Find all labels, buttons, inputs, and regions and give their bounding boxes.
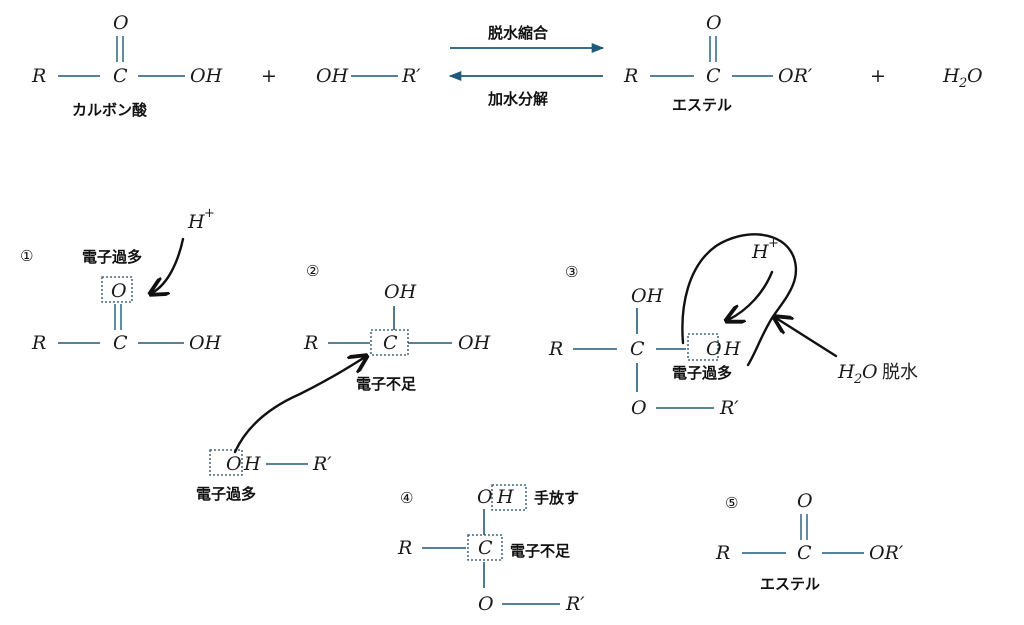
step-3-h: H [723,338,741,360]
step-3-oh-top: OH [631,285,664,307]
step-3-proton-plus: + [768,236,779,251]
step-2-alcohol-r: R′ [312,453,332,475]
step-1-o: O [111,280,127,302]
eq-alcohol-r: R′ [401,65,421,87]
step-1: ① H + 電子過多 O R C OH [20,206,222,354]
step-3-r-prime: R′ [719,397,739,419]
step-1-proton-arrow [152,237,185,293]
step-5-number: ⑤ [725,494,738,512]
step-5: ⑤ O R C OR′ エステル [715,490,904,593]
eq-plus-1: + [261,65,277,87]
step-3-water-pointer-arrow [776,318,838,358]
eq-ester-r: R [623,65,638,87]
step-2-r: R [303,332,318,354]
step-2-c: C [383,332,398,354]
step-2-electron-poor-label: 電子不足 [356,375,417,393]
step-5-r: R [715,542,730,564]
step-4-release-label: 手放す [534,489,579,507]
step-2-oh-right: OH [458,332,491,354]
step-4-h: H [496,486,514,508]
step-3-dehydration-label: 脱水 [882,362,918,383]
eq-water-h: H [942,65,960,87]
step-3-water-loop [681,233,798,367]
step-2-electron-rich-label: 電子過多 [196,485,256,503]
eq-ester-c: C [706,65,721,87]
step-2-alcohol-h: H [243,453,261,475]
step-4-carbon-box [467,534,503,561]
step-5-c: C [797,542,812,564]
step-4-hydrogen-box [491,484,527,511]
step-1-c: C [113,332,128,354]
step-3-o: O [706,338,722,360]
step-4-number: ④ [400,489,413,507]
eq-ester-o: O [706,12,722,34]
step-3-proton-arrow [728,270,774,320]
step-3-water-subscript: 2 [853,372,862,387]
step-2-attack-arrow [233,357,365,454]
step-3-c: C [630,338,645,360]
step-1-oh: OH [189,332,222,354]
step-2-alcohol-o: O [226,453,242,475]
step-4-c: C [478,537,493,559]
step-4: ④ O H 手放す R C 電子不足 O R′ [397,484,585,615]
step-3-number: ③ [565,263,578,281]
step-2-oh-top: OH [384,281,417,303]
step-3-o-bottom: O [631,397,647,419]
step-3-water-o: O [862,361,878,383]
step-4-electron-poor-label: 電子不足 [510,542,571,560]
step-1-oxygen-box [101,276,133,303]
step-4-o-bottom: O [478,593,494,615]
step-3-water-h: H [837,361,855,383]
eq-ester-or: OR′ [778,65,813,87]
step-3-r: R [548,338,563,360]
eq-water-o: O [967,65,983,87]
step-2-alcohol-oxygen-box [209,449,243,476]
step-1-electron-rich-label: 電子過多 [82,248,142,266]
eq-acid-o: O [113,12,129,34]
step-1-number: ① [20,247,33,265]
overall-equation: R C O OH カルボン酸 + OH R′ 脱水縮合 加水分解 R C O O… [31,12,983,119]
step-3: ③ OH R C O H 電子過多 O R′ H + H 2 O 脱水 [548,233,918,419]
step-2: ② OH R C OH 電子不足 O H R′ 電子過多 [196,262,491,503]
eq-acid-c: C [113,65,128,87]
step-5-ester-label: エステル [760,575,820,593]
eq-reverse-label: 加水分解 [487,90,548,108]
eq-carboxylic-acid-label: カルボン酸 [72,101,148,119]
step-4-o: O [477,486,493,508]
step-3-proton-h: H [751,241,769,263]
eq-forward-label: 脱水縮合 [488,24,549,42]
step-5-o: O [797,490,813,512]
step-4-r: R [397,537,412,559]
step-5-or-prime: OR′ [869,542,904,564]
step-1-proton-plus: + [204,206,215,221]
step-3-electron-rich-label: 電子過多 [672,364,732,382]
eq-plus-2: + [870,65,886,87]
step-2-number: ② [306,262,319,280]
eq-alcohol-oh: OH [316,65,349,87]
step-4-r-prime: R′ [565,593,585,615]
eq-acid-oh: OH [190,65,223,87]
eq-acid-r: R [31,65,46,87]
step-1-proton-h: H [187,211,205,233]
eq-ester-label: エステル [672,96,732,114]
eq-water-subscript: 2 [958,76,967,91]
step-1-r: R [31,332,46,354]
